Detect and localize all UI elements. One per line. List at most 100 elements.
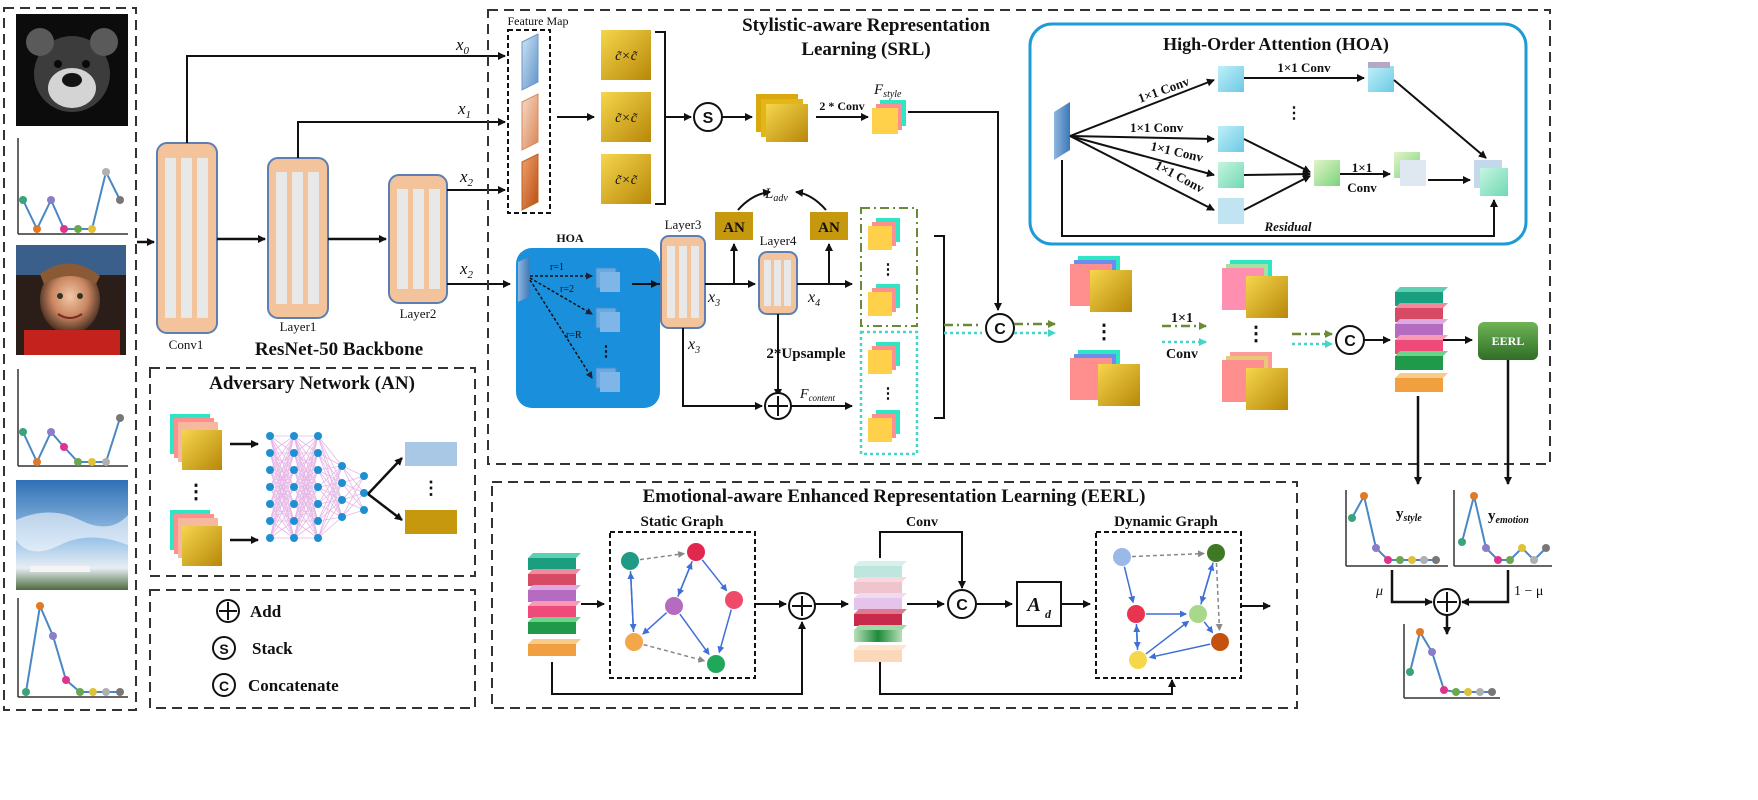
concat-symbol-2: C [1335, 325, 1365, 355]
one-by-one-label: 1×1 [1171, 311, 1193, 326]
x4-label: x4 [807, 289, 820, 309]
svg-text:Concatenate: Concatenate [248, 676, 339, 695]
an-input-dots: ⋮ [186, 481, 206, 503]
x3-label-down: x3 [687, 336, 700, 356]
f-style-block [872, 100, 906, 134]
static-graph-label: Static Graph [641, 514, 725, 530]
svg-text:⋮: ⋮ [1246, 323, 1266, 345]
upsample-label: 2*Upsample [766, 346, 846, 362]
static-graph [621, 543, 743, 673]
x1-label: x1 [457, 99, 471, 121]
input-distribution-chart-3 [17, 598, 128, 698]
one-minus-mu-label: 1 − μ [1514, 584, 1543, 599]
eerl-section: Emotional-aware Enhanced Representation … [491, 481, 1298, 709]
feature-map-stack [521, 33, 539, 211]
svg-text:Stack: Stack [252, 639, 293, 658]
input-distribution-chart-2 [17, 369, 128, 467]
hoa-conv-b2: 1×1 Conv [1130, 120, 1184, 135]
y-style-chart: ystyle [1345, 490, 1448, 567]
mu-label: μ [1375, 584, 1383, 599]
svg-text:C: C [956, 597, 968, 614]
x2-label-top: x2 [459, 167, 474, 189]
l-adv-label: Ladv [764, 186, 788, 204]
svg-text:⋮: ⋮ [881, 262, 896, 278]
x0-label: x0 [455, 35, 470, 57]
hoa-dots: ⋮ [599, 344, 614, 360]
stacked-style-features [756, 94, 808, 142]
x3-label: x3 [707, 289, 720, 309]
r2-label: r=2 [560, 284, 574, 295]
adjacency-matrix-box: A d [1016, 581, 1062, 627]
two-conv-label: 2 * Conv [819, 99, 864, 113]
conv1-label: Conv1 [169, 337, 204, 352]
eerl-block: EERL [1478, 322, 1538, 360]
layer3-block [660, 235, 706, 329]
srl-section: Stylistic-aware Representation Learning … [487, 9, 1551, 465]
input-column [3, 7, 137, 711]
an-output-bar-1 [405, 442, 457, 466]
final-distribution-chart [1403, 624, 1500, 699]
one-by-one-conv-label: Conv [1166, 347, 1198, 362]
hoa-conv-top: 1×1 Conv [1277, 60, 1331, 75]
srl-title-line2: Learning (SRL) [801, 39, 930, 60]
adversary-network-section: Adversary Network (AN) ⋮ ⋮ [149, 367, 476, 577]
svg-text:AN: AN [818, 220, 840, 236]
resnet-backbone: Conv1 Layer1 Layer2 ResNet-50 Backbone [156, 142, 448, 360]
r1-label: r=1 [550, 262, 564, 273]
hoa-panel-dots: ⋮ [1286, 105, 1302, 122]
legend-add: Add [216, 599, 282, 623]
legend-stack: S Stack [212, 636, 293, 660]
add-symbol-eerl [788, 592, 816, 620]
svg-text:d: d [1045, 607, 1052, 621]
input-image-monkey [16, 14, 128, 126]
layer4-label: Layer4 [760, 233, 797, 248]
legend-box: Add S Stack C Concatenate [149, 589, 476, 709]
concat-symbol-1: C [985, 313, 1015, 343]
an-box-2: AN [810, 212, 848, 240]
content-feature-container: ⋮ [859, 330, 919, 456]
svg-text:Add: Add [250, 602, 282, 621]
final-feature-bars [1395, 287, 1448, 392]
layer1-block [267, 157, 329, 319]
an-input-stack-bottom [170, 510, 222, 566]
eerl-enhanced-bars [854, 561, 907, 662]
an-output-bar-2 [405, 510, 457, 534]
rR-label: r=R [566, 330, 582, 341]
x2-label-bottom: x2 [459, 259, 474, 281]
feature-connections: x0 x1 x2 x2 [186, 35, 511, 288]
gram-label-3: c̃×c̃ [615, 173, 638, 188]
gram-label-1: c̃×c̃ [615, 49, 638, 64]
svg-text:S: S [703, 110, 714, 127]
an-output-dots: ⋮ [422, 478, 440, 498]
eerl-title: Emotional-aware Enhanced Representation … [643, 486, 1146, 507]
hoa-conv-merge-2: Conv [1347, 180, 1377, 195]
add-symbol-output [1433, 588, 1461, 616]
hoa-detail-panel: High-Order Attention (HOA) 1×1 Conv 1×1 … [1028, 22, 1528, 246]
dynamic-graph [1113, 544, 1229, 669]
conv1-block [156, 142, 218, 334]
svg-text:C: C [994, 321, 1006, 338]
svg-text:A: A [1025, 594, 1040, 616]
residual-label: Residual [1264, 219, 1312, 234]
feature-map-label: Feature Map [508, 14, 569, 28]
output-section: ystyle yemotion μ 1 − μ [1345, 360, 1552, 699]
layer2-block [388, 174, 448, 304]
input-image-child [16, 245, 126, 355]
an-box-1: AN [715, 212, 753, 240]
layer4-block [758, 251, 798, 315]
y-emotion-label: yemotion [1488, 508, 1529, 526]
layer3-label: Layer3 [665, 217, 702, 232]
backbone-title: ResNet-50 Backbone [255, 339, 423, 360]
add-symbol-content [764, 392, 792, 420]
svg-text:C: C [219, 678, 229, 694]
y-style-label: ystyle [1396, 506, 1422, 524]
eerl-conv-label: Conv [906, 515, 938, 530]
an-title: Adversary Network (AN) [209, 373, 415, 394]
eerl-input-bars [528, 553, 581, 656]
stack-symbol: S [693, 102, 723, 132]
y-emotion-chart: yemotion [1453, 490, 1552, 567]
srl-title-line1: Stylistic-aware Representation [742, 15, 990, 36]
layer1-label: Layer1 [280, 319, 317, 334]
an-input-stack-top [170, 414, 222, 470]
